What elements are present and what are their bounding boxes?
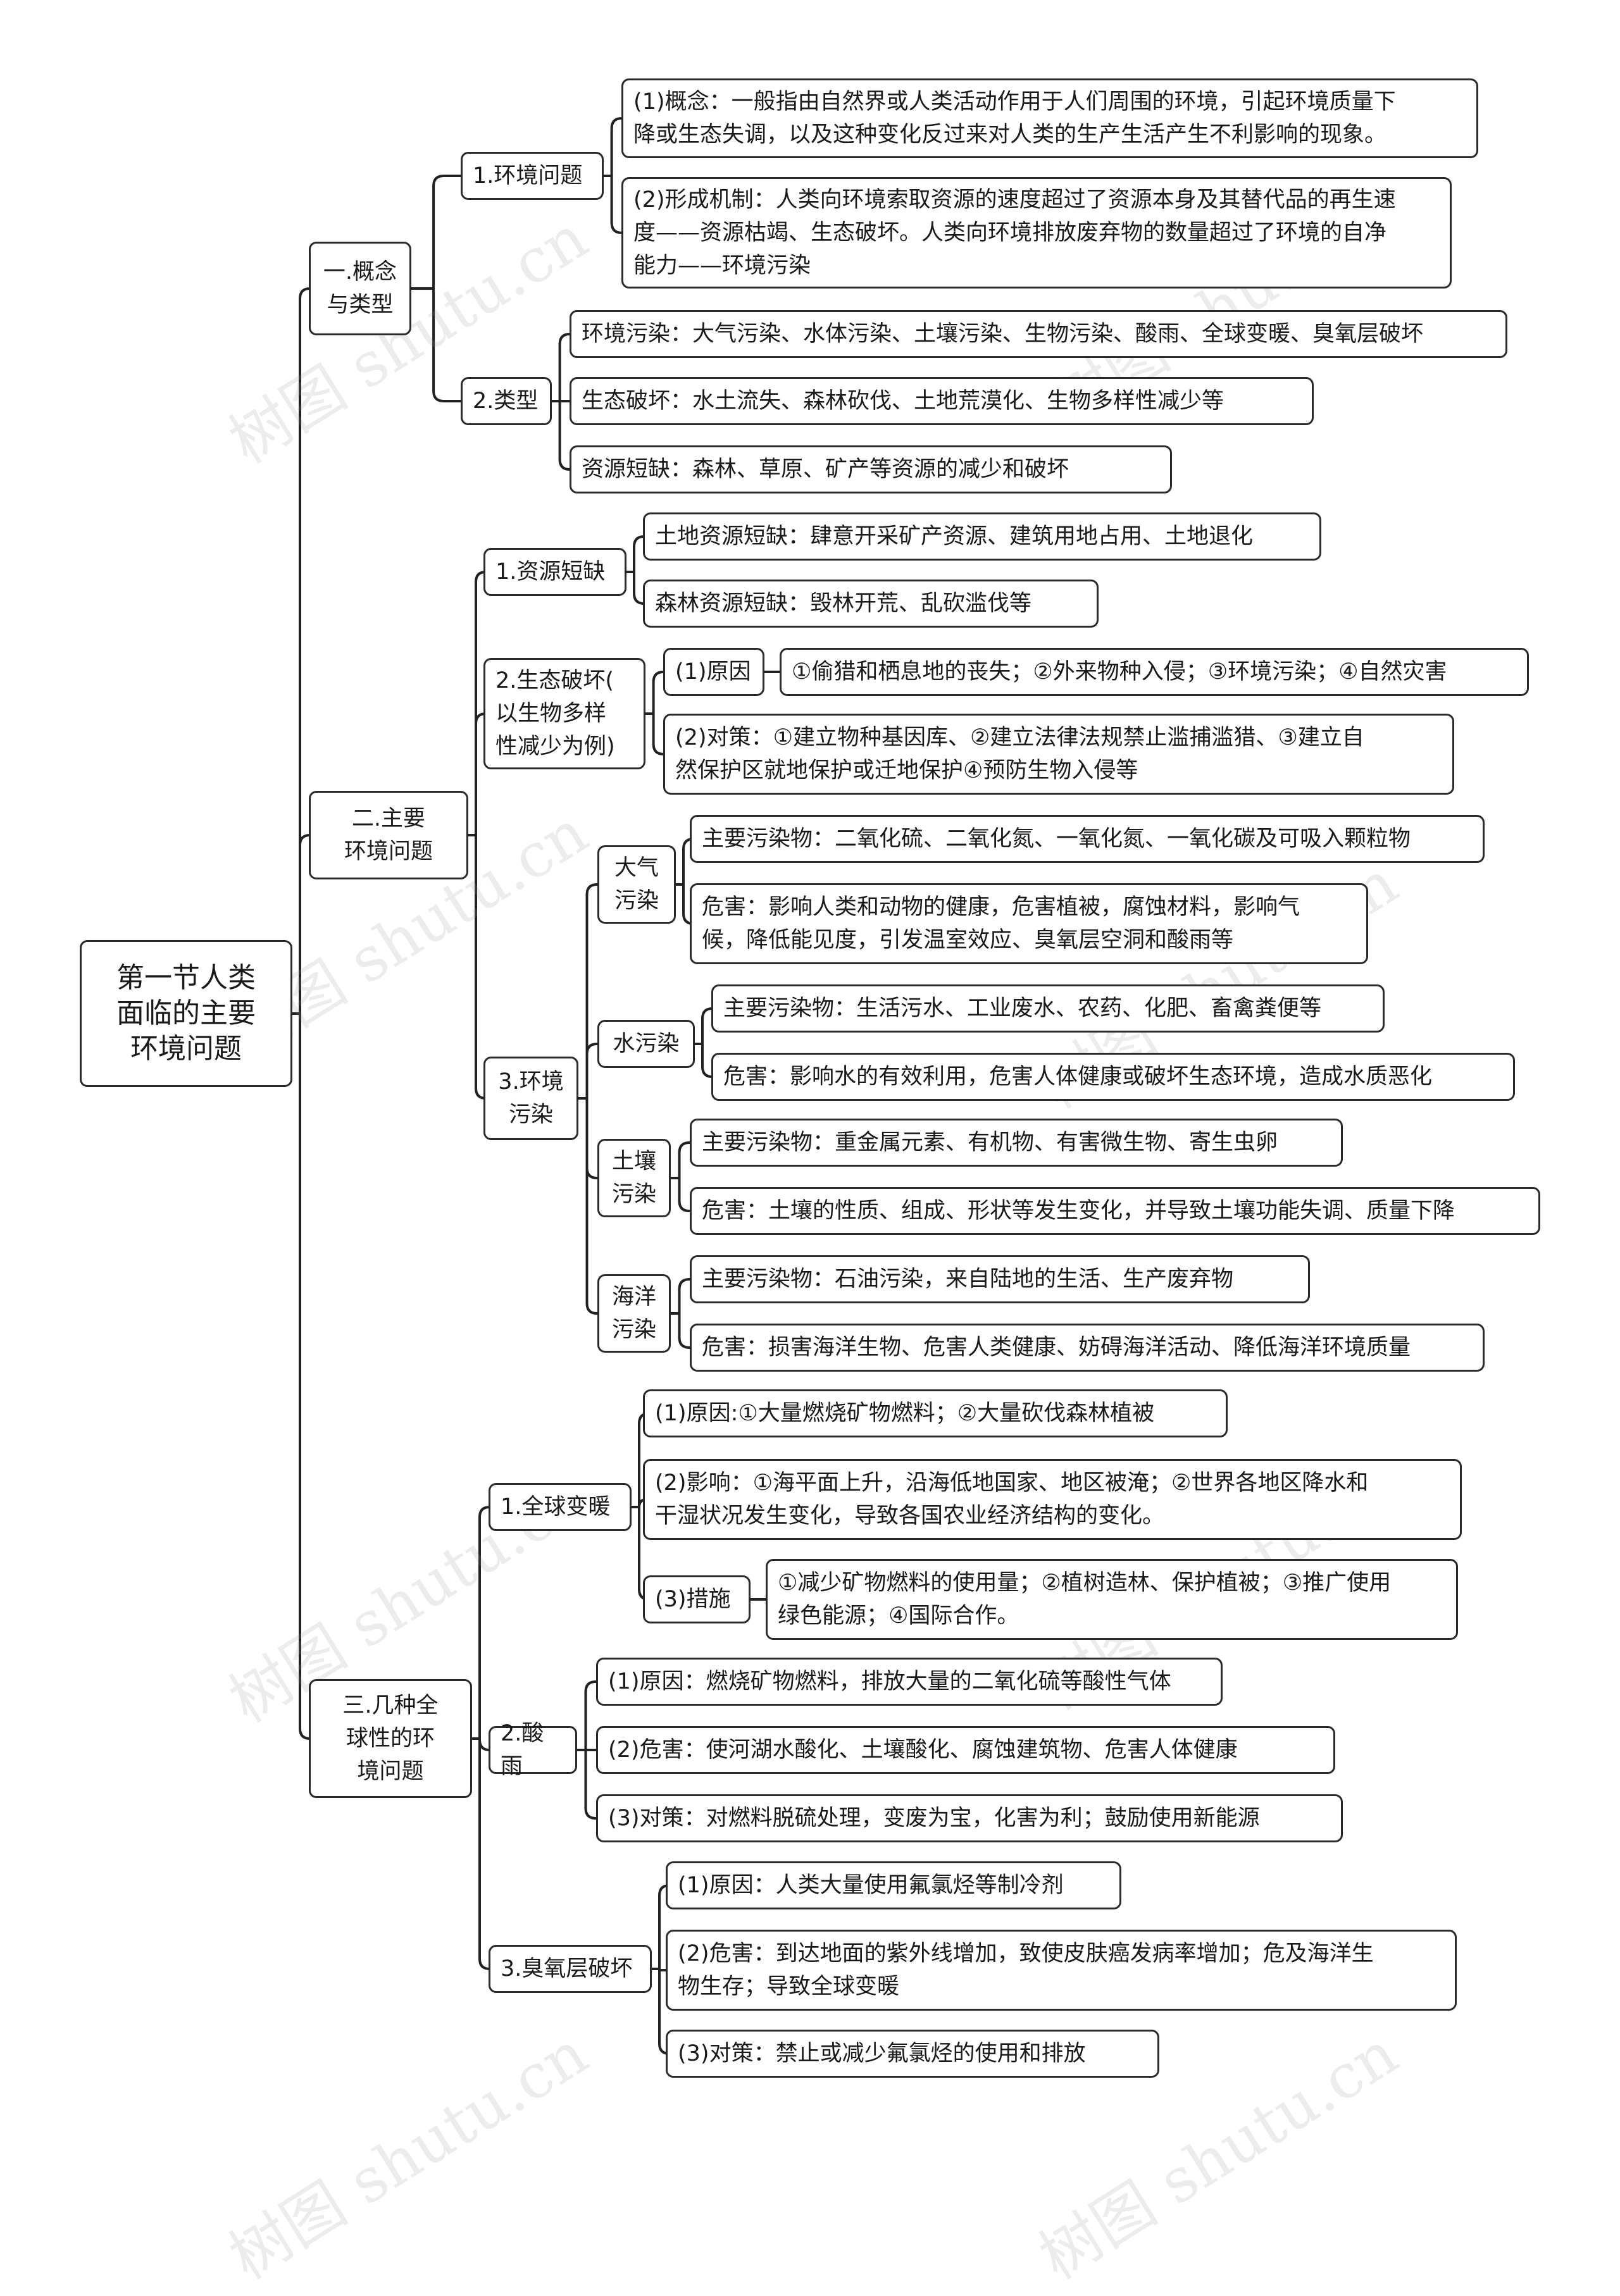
leaf-acid-cause: (1)原因：燃烧矿物燃料，排放大量的二氧化硫等酸性气体 [596,1658,1223,1706]
leaf-soil-harm: 危害：土壤的性质、组成、形状等发生变化，并导致土壤功能失调、质量下降 [690,1187,1540,1235]
topic-environment-problem: 1.环境问题 [461,152,604,200]
leaf-ozone-measures: (3)对策：禁止或减少氟氯烃的使用和排放 [666,2030,1159,2078]
topic-pollution: 3.环境 污染 [483,1057,578,1140]
leaf-measures: (2)对策：①建立物种基因库、②建立法律法规禁止滥捕滥猎、③建立自 然保护区就地… [663,714,1454,795]
label-measures: (3)措施 [643,1575,751,1623]
topic-types: 2.类型 [461,377,552,425]
leaf-water-pollutants: 主要污染物：生活污水、工业废水、农药、化肥、畜禽粪便等 [711,984,1385,1033]
topic-resource-shortage: 1.资源短缺 [483,548,626,596]
leaf-cause: ①偷猎和栖息地的丧失；②外来物种入侵；③环境污染；④自然灾害 [780,648,1529,696]
topic-global-warming: 1.全球变暖 [489,1483,632,1531]
connector-path [292,117,780,2055]
leaf-marine-pollutants: 主要污染物：石油污染，来自陆地的生活、生产废弃物 [690,1255,1310,1303]
leaf-resource-shortage: 资源短缺：森林、草原、矿产等资源的减少和破坏 [570,445,1172,493]
leaf-air-harm: 危害：影响人类和动物的健康，危害植被，腐蚀材料，影响气 候，降低能见度，引发温室… [690,883,1368,964]
leaf-concept: (1)概念：一般指由自然界或人类活动作用于人们周围的环境，引起环境质量下 降或生… [621,78,1478,158]
leaf-land-shortage: 土地资源短缺：肆意开采矿产资源、建筑用地占用、土地退化 [643,512,1321,561]
group-soil-pollution: 土壤 污染 [597,1139,671,1217]
leaf-soil-pollutants: 主要污染物：重金属元素、有机物、有害微生物、寄生虫卵 [690,1119,1343,1167]
group-air-pollution: 大气 污染 [597,845,676,924]
leaf-pollution-types: 环境污染：大气污染、水体污染、土壤污染、生物污染、酸雨、全球变暖、臭氧层破坏 [570,310,1507,358]
leaf-water-harm: 危害：影响水的有效利用，危害人体健康或破坏生态环境，造成水质恶化 [711,1053,1515,1101]
leaf-warming-measures: ①减少矿物燃料的使用量；②植树造林、保护植被；③推广使用 绿色能源；④国际合作。 [766,1559,1458,1640]
section-concept-types: 一.概念 与类型 [309,242,411,335]
leaf-forest-shortage: 森林资源短缺：毁林开荒、乱砍滥伐等 [643,580,1099,628]
root-topic: 第一节人类 面临的主要 环境问题 [80,940,292,1087]
leaf-air-pollutants: 主要污染物：二氧化硫、二氧化氮、一氧化氮、一氧化碳及可吸入颗粒物 [690,815,1485,863]
leaf-ozone-cause: (1)原因：人类大量使用氟氯烃等制冷剂 [666,1861,1121,1909]
section-main-problems: 二.主要 环境问题 [309,791,468,879]
leaf-acid-measures: (3)对策：对燃料脱硫处理，变废为宝，化害为利；鼓励使用新能源 [596,1794,1343,1842]
group-marine-pollution: 海洋 污染 [597,1274,671,1353]
leaf-ecological-damage: 生态破坏：水土流失、森林砍伐、土地荒漠化、生物多样性减少等 [570,377,1314,425]
leaf-warming-cause: (1)原因:①大量燃烧矿物燃料；②大量砍伐森林植被 [643,1389,1228,1437]
group-water-pollution: 水污染 [597,1020,695,1068]
leaf-mechanism: (2)形成机制：人类向环境索取资源的速度超过了资源本身及其替代品的再生速 度——… [621,177,1452,289]
label-cause: (1)原因 [663,648,764,696]
topic-ecological-damage: 2.生态破坏( 以生物多样 性减少为例) [483,658,645,769]
leaf-warming-impact: (2)影响：①海平面上升，沿海低地国家、地区被淹；②世界各地区降水和 干湿状况发… [643,1459,1462,1540]
connector-lines [292,117,780,2055]
leaf-ozone-harm: (2)危害：到达地面的紫外线增加，致使皮肤癌发病率增加；危及海洋生 物生存；导致… [666,1930,1457,2011]
topic-ozone-depletion: 3.臭氧层破坏 [489,1945,652,1993]
leaf-acid-harm: (2)危害：使河湖水酸化、土壤酸化、腐蚀建筑物、危害人体健康 [596,1726,1335,1774]
topic-acid-rain: 2.酸雨 [489,1721,577,1779]
leaf-marine-harm: 危害：损害海洋生物、危害人类健康、妨碍海洋活动、降低海洋环境质量 [690,1324,1485,1372]
section-global-problems: 三.几种全 球性的环 境问题 [309,1679,472,1798]
